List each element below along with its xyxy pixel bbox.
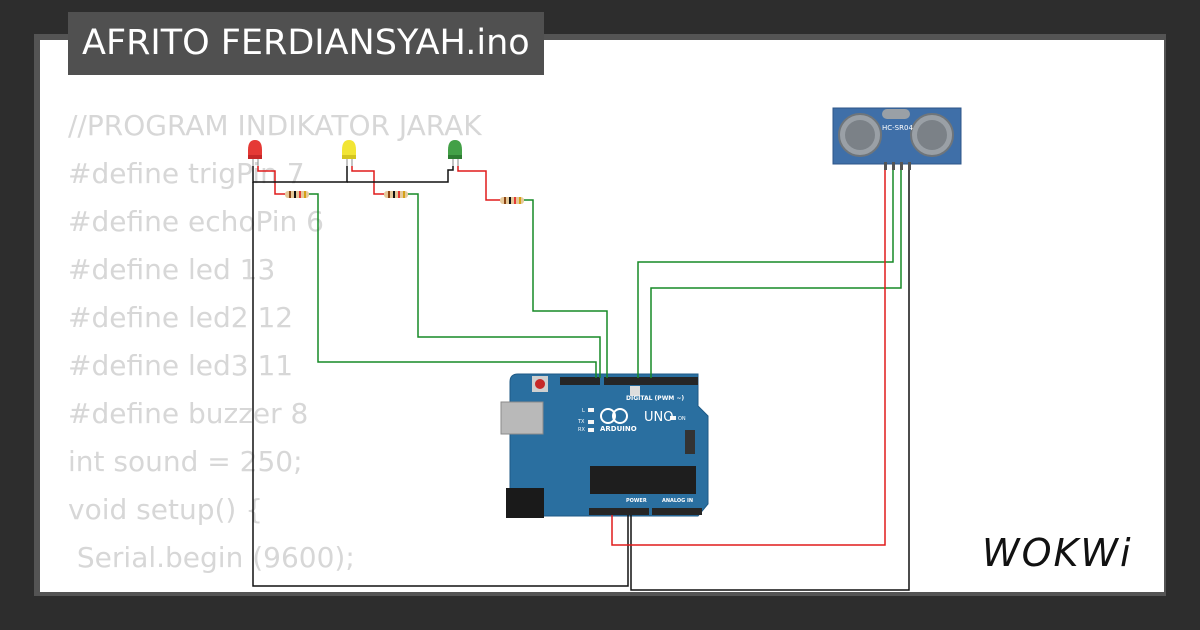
wire-green-led3[interactable]	[524, 199, 608, 378]
wire-vcc[interactable]	[611, 170, 886, 546]
wire-green-led2[interactable]	[408, 193, 601, 378]
wire-red-led2[interactable]	[351, 166, 384, 195]
wire-red-led1[interactable]	[257, 166, 285, 195]
resistor-1[interactable]	[280, 191, 314, 198]
wire-green-led1[interactable]	[309, 193, 597, 378]
power-header	[589, 508, 649, 515]
crystal	[882, 109, 910, 119]
code-line: //PROGRAM INDIKATOR JARAK	[68, 109, 482, 142]
project-title: AFRITO FERDIANSYAH.ino	[68, 12, 544, 75]
simulation-canvas[interactable]: //PROGRAM INDIKATOR JARAK #define trigPin…	[40, 40, 1164, 592]
digital-label: DIGITAL (PWM ~)	[626, 395, 684, 402]
led-yellow[interactable]	[342, 140, 356, 166]
arduino-logo-icon	[600, 408, 616, 424]
icsp-header	[685, 430, 695, 454]
power-label: POWER	[626, 498, 647, 504]
wokwi-logo: WOKWi	[982, 531, 1133, 575]
led-on	[670, 416, 676, 420]
led-green[interactable]	[448, 140, 462, 166]
code-line: int sound = 250;	[68, 445, 303, 478]
atmega-chip	[590, 466, 696, 494]
code-line: #define buzzer 8	[68, 397, 309, 430]
wire-gnd-main[interactable]	[252, 182, 629, 587]
wire-gnd-leds[interactable]	[252, 166, 348, 183]
label-tx: TX	[577, 419, 585, 425]
wire-gnd-leds-2[interactable]	[347, 166, 454, 183]
wire-gnd-sensor[interactable]	[630, 170, 910, 591]
code-line: #define led2 12	[68, 301, 294, 334]
code-line: #define led3 11	[68, 349, 294, 382]
analog-label: ANALOG IN	[662, 498, 693, 504]
wire-echo[interactable]	[650, 170, 902, 378]
hc-sr04-sensor[interactable]: HC-SR04	[832, 107, 962, 170]
wire-trig[interactable]	[637, 170, 894, 378]
code-line: void setup() {	[68, 493, 264, 526]
header-aref-gnd	[560, 377, 600, 385]
led-red[interactable]	[248, 140, 262, 166]
code-line: #define echoPin 6	[68, 205, 324, 238]
wire-red-led3[interactable]	[457, 166, 500, 201]
label-l: L	[582, 408, 585, 414]
board-brand: ARDUINO	[600, 425, 637, 433]
power-jack	[506, 488, 544, 518]
code-line: pinMode(trigPin, OUTPUT);	[68, 582, 482, 592]
sensor-model: HC-SR04	[882, 124, 913, 132]
led-l	[588, 408, 594, 412]
code-preview: //PROGRAM INDIKATOR JARAK #define trigPin…	[68, 102, 482, 592]
circuit-diagram: L TX RX ON DIGITAL (PWM ~) UNO ARDUINO P…	[248, 107, 962, 591]
led-rx	[588, 428, 594, 432]
logo-text: WOKWi	[982, 531, 1133, 575]
board-name: UNO	[644, 410, 673, 425]
code-line: #define led 13	[68, 253, 276, 286]
label-on: ON	[678, 416, 686, 422]
digital-header	[604, 377, 698, 385]
led-tx	[588, 420, 594, 424]
label-rx: RX	[578, 427, 585, 433]
analog-header	[652, 508, 702, 515]
code-line: #define trigPin 7	[68, 157, 305, 190]
code-line: Serial.begin (9600);	[68, 541, 355, 574]
arduino-uno-board[interactable]: L TX RX ON DIGITAL (PWM ~) UNO ARDUINO P…	[500, 373, 709, 518]
usb-port	[500, 401, 544, 435]
